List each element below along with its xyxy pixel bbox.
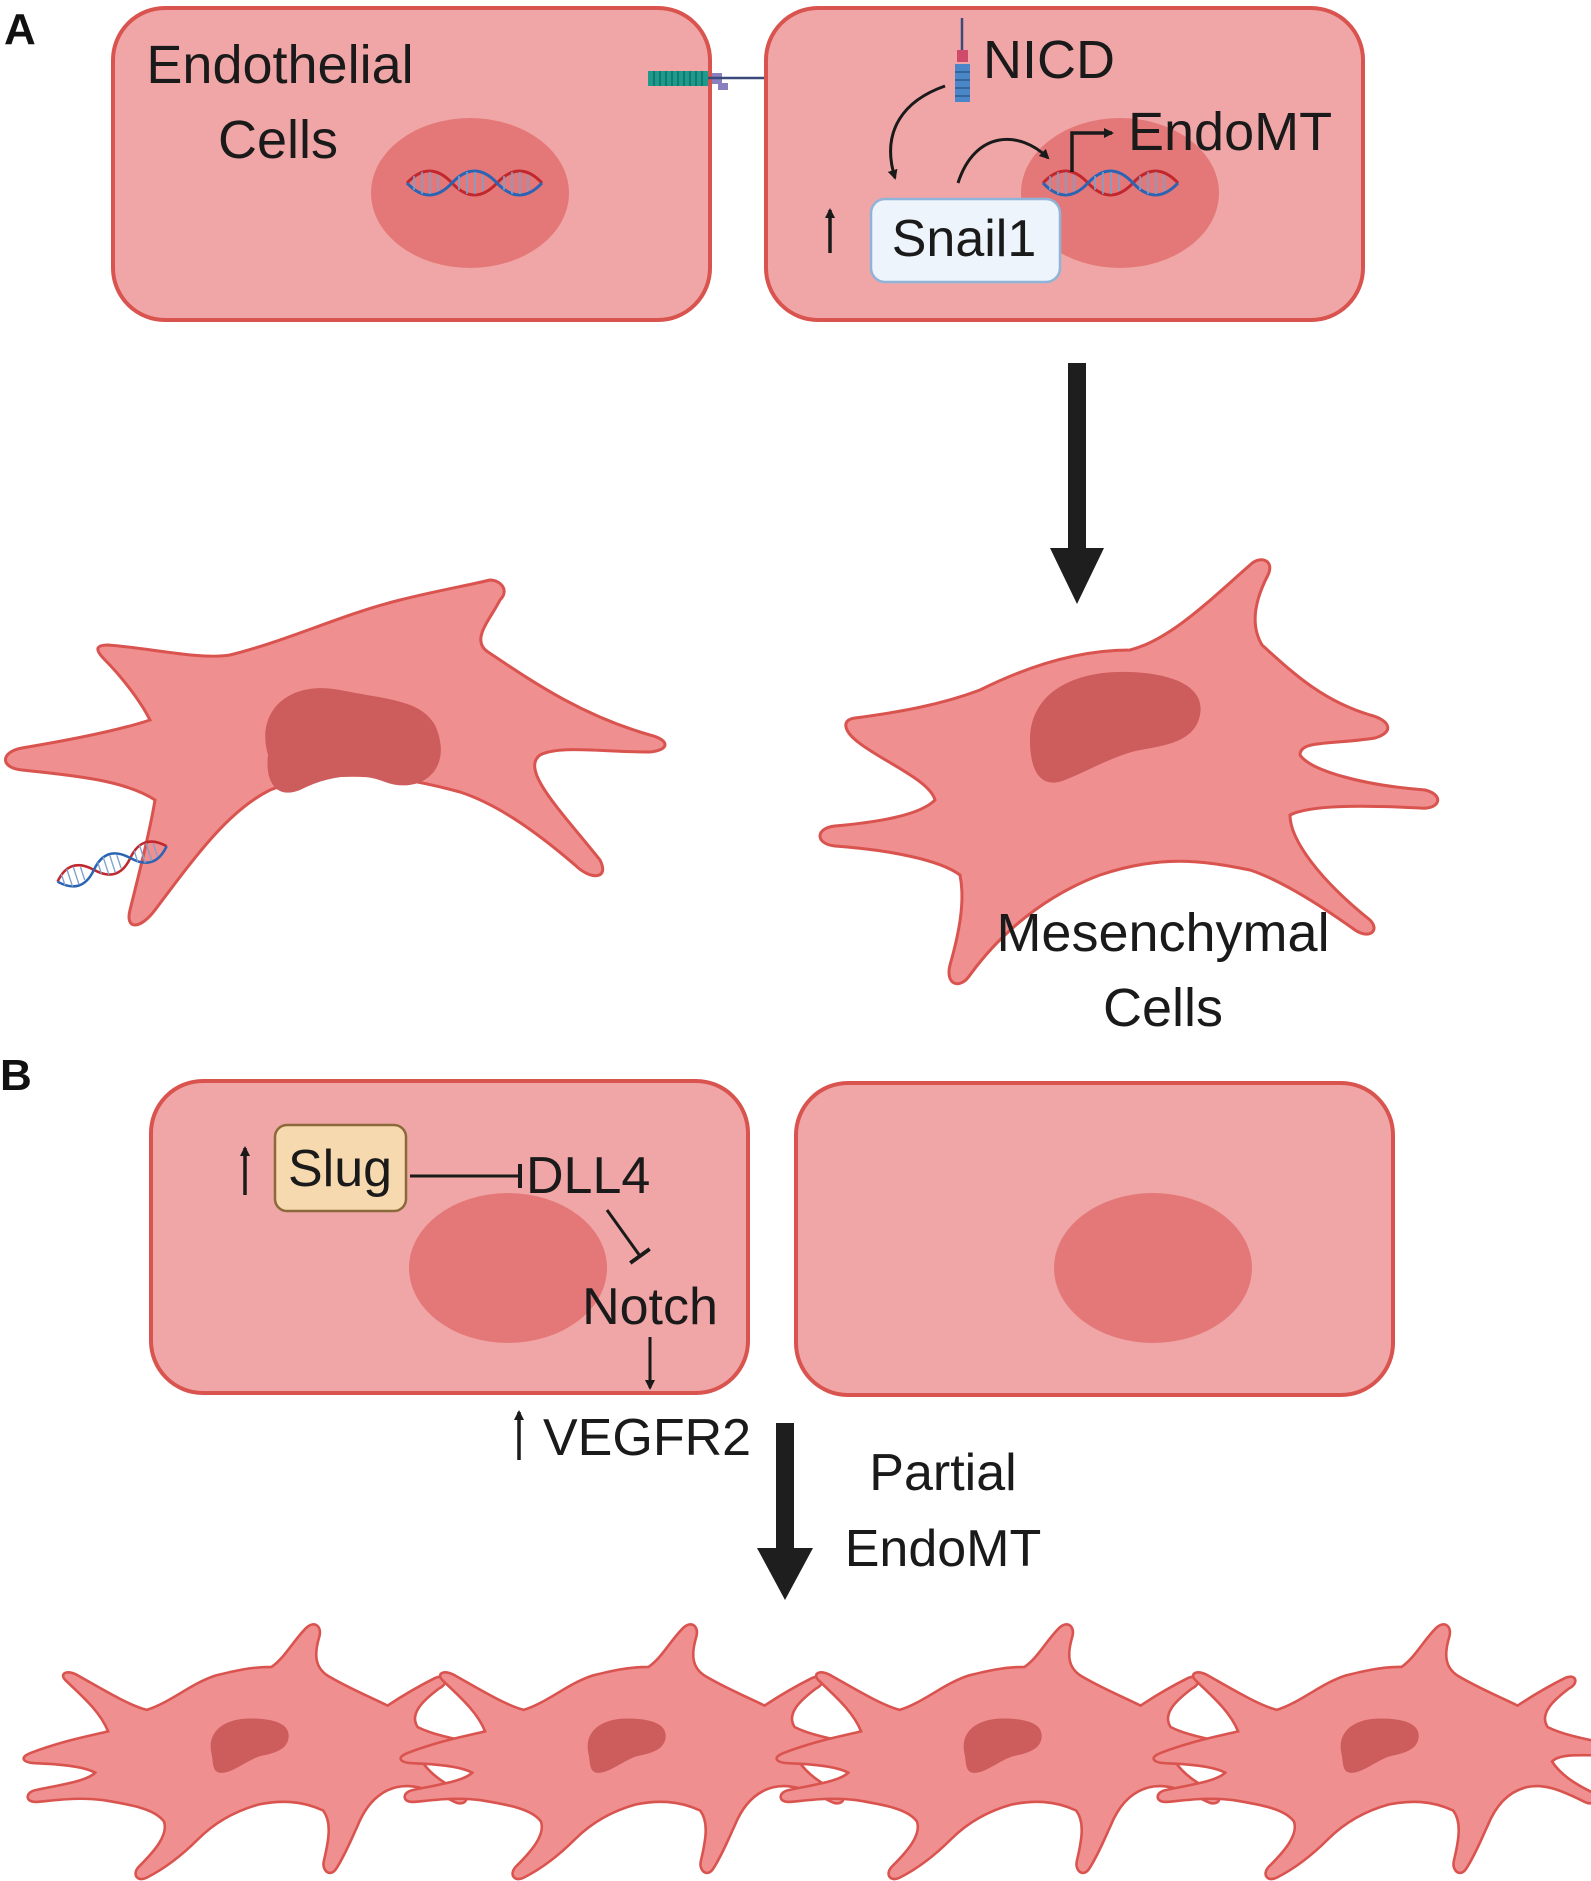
endothelial-cells-label-line1: Endothelial	[146, 35, 413, 95]
nucleus	[1030, 671, 1201, 783]
mesenchymal-cells-label-line2: Cells	[1103, 978, 1223, 1038]
notch-label: Notch	[582, 1278, 718, 1336]
partial-endomt-label-line1: Partial	[869, 1444, 1016, 1502]
slug-box	[273, 1123, 408, 1213]
mesenchymal-cell-left	[4, 578, 667, 927]
dll4-label: DLL4	[526, 1147, 650, 1205]
nucleus	[265, 688, 441, 793]
partial-endomt-arrow-head	[757, 1548, 813, 1600]
nucleus	[1054, 1193, 1252, 1343]
snail1-label: Snail1	[892, 210, 1037, 268]
endomt-label: EndoMT	[1128, 102, 1332, 162]
endothelial-cells-label-line2: Cells	[218, 110, 338, 170]
small-mesenchymal-cell	[1152, 1623, 1591, 1881]
transcription-arrow-icon	[1070, 128, 1114, 172]
nucleus	[587, 1718, 666, 1773]
nicd-icon	[955, 18, 970, 102]
transition-arrow-shaft	[1068, 363, 1086, 553]
inhibition-arrow-icon	[605, 1209, 651, 1265]
nucleus	[1340, 1718, 1419, 1773]
partial-endomt-label-line2: EndoMT	[845, 1520, 1042, 1578]
mesenchymal-cell-right	[818, 558, 1439, 1165]
mesenchymal-cells-label-line1: Mesenchymal	[996, 903, 1329, 963]
transition-arrow-head	[1050, 548, 1104, 604]
nicd-label: NICD	[983, 30, 1115, 90]
vegfr2-label: VEGFR2	[543, 1409, 751, 1467]
snail1-box	[869, 197, 1062, 284]
nucleus	[210, 1718, 289, 1773]
nucleus	[409, 1193, 607, 1343]
nicd-to-snail1-arrow	[887, 84, 946, 180]
panel-label-b: B	[0, 1051, 32, 1100]
panel-label-a: A	[4, 5, 36, 54]
snail1-to-dna-arrow	[956, 137, 1050, 184]
nucleus	[963, 1718, 1042, 1773]
partial-endomt-arrow-shaft	[776, 1423, 794, 1553]
slug-label: Slug	[288, 1140, 392, 1198]
